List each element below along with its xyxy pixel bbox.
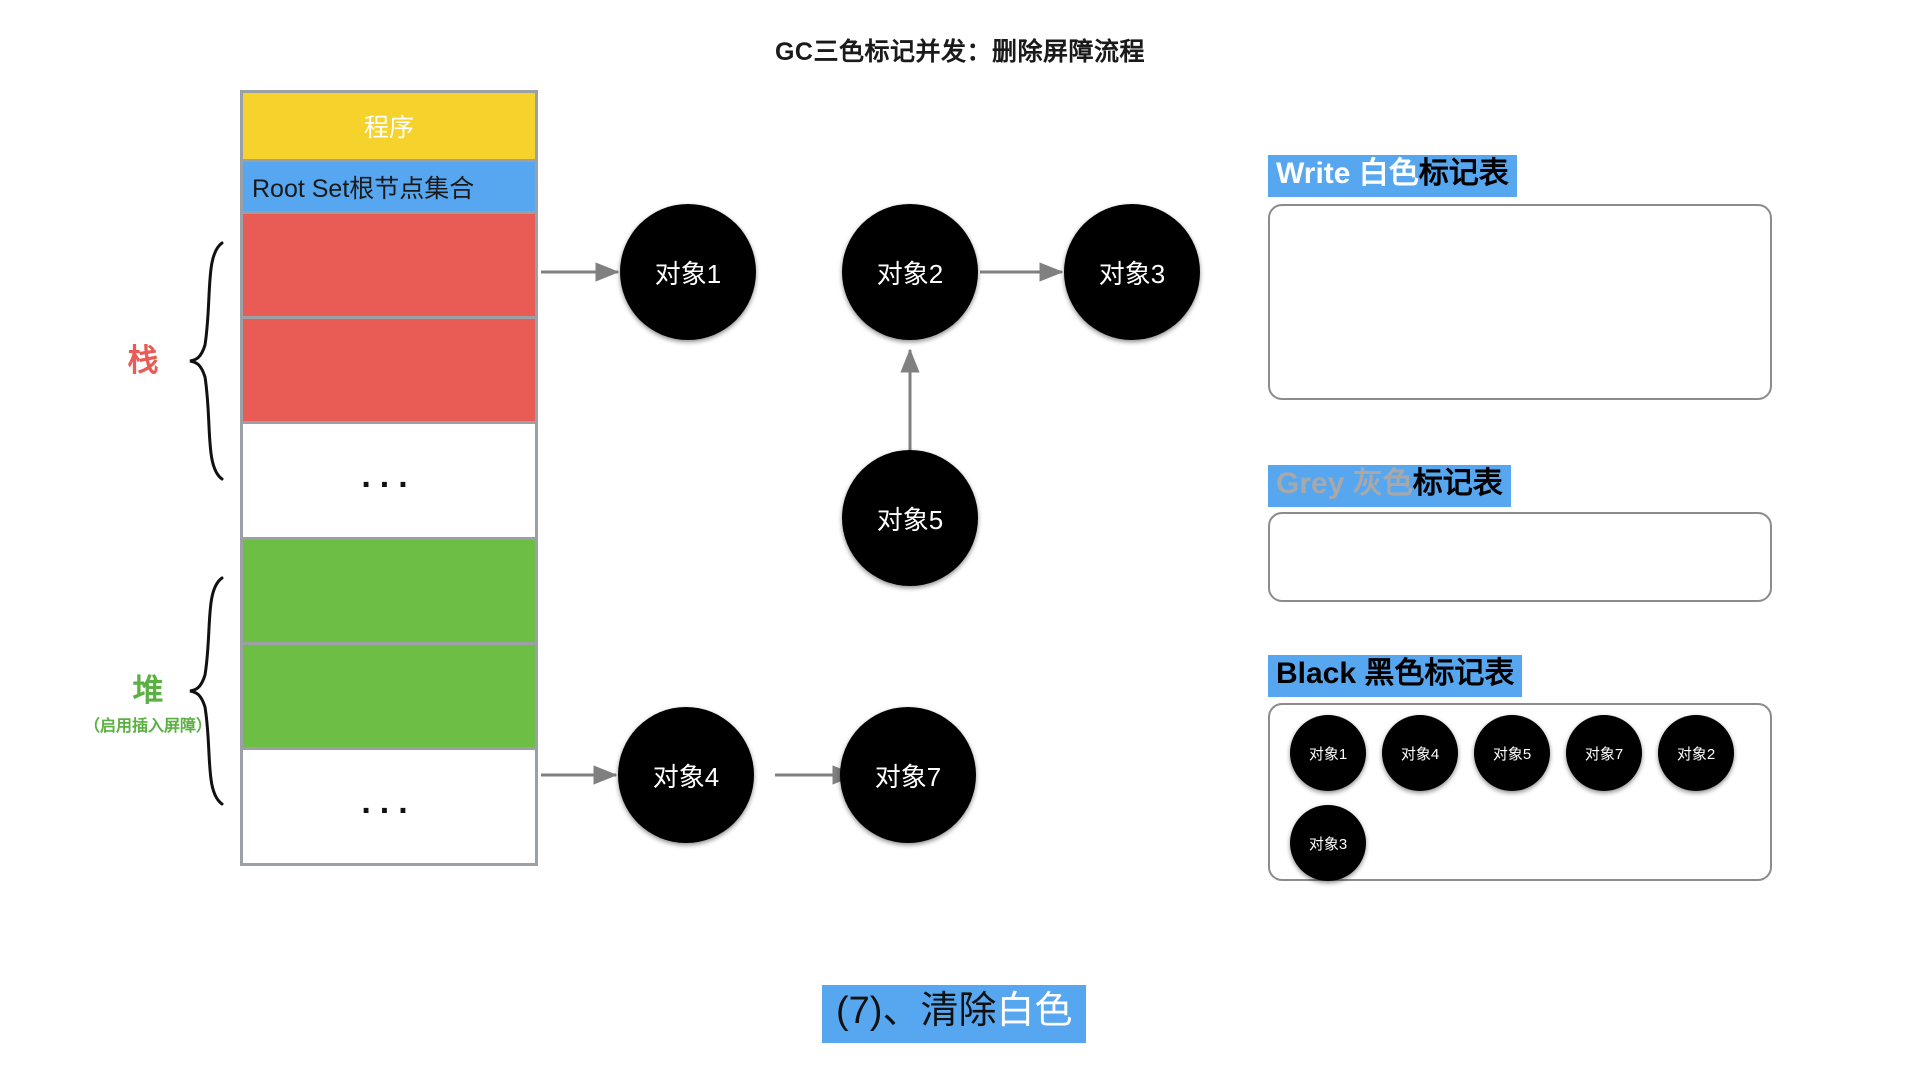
- memory-block-root-set[interactable]: Root Set根节点集合: [240, 162, 538, 214]
- stack-ellipsis: ...: [361, 456, 417, 495]
- write-white-table-box[interactable]: [1268, 204, 1772, 400]
- grey-table-title: Grey 灰色标记表: [1268, 465, 1511, 507]
- black-table-chip-label: 对象1: [1308, 745, 1348, 763]
- black-table-chip-list: 对象1 对象4 对象5 对象7 对象2 对象3: [1290, 715, 1760, 881]
- memory-block-stack-ellipsis: ...: [240, 424, 538, 540]
- memory-block-heap-slot-2[interactable]: [240, 645, 538, 750]
- node-obj1[interactable]: 对象1: [620, 204, 756, 340]
- node-obj4[interactable]: 对象4: [618, 707, 754, 843]
- black-table-chip-label: 对象4: [1400, 745, 1440, 763]
- memory-block-heap-ellipsis: ...: [240, 750, 538, 866]
- memory-block-stack-slot-1[interactable]: [240, 214, 538, 319]
- black-table-chip[interactable]: 对象3: [1290, 805, 1366, 881]
- grey-keyword: Grey 灰色: [1276, 467, 1413, 500]
- step-caption-highlight: 白色: [996, 990, 1073, 1032]
- root-set-label: Root Set根节点集合: [252, 174, 475, 203]
- node-obj5-label: 对象5: [876, 504, 944, 535]
- write-white-keyword: Write 白色: [1276, 157, 1419, 190]
- black-table-chip[interactable]: 对象5: [1474, 715, 1550, 791]
- grey-suffix: 标记表: [1412, 467, 1503, 500]
- node-obj4-label: 对象4: [652, 761, 720, 792]
- node-obj1-label: 对象1: [654, 258, 722, 289]
- black-suffix: 标记表: [1424, 657, 1515, 690]
- memory-block-program[interactable]: 程序: [240, 90, 538, 162]
- node-obj2[interactable]: 对象2: [842, 204, 978, 340]
- write-white-table-title: Write 白色标记表: [1268, 155, 1517, 197]
- black-table-chip[interactable]: 对象7: [1566, 715, 1642, 791]
- black-table-chip[interactable]: 对象1: [1290, 715, 1366, 791]
- black-table-chip-label: 对象5: [1492, 745, 1532, 763]
- black-table-title: Black 黑色标记表: [1268, 655, 1523, 697]
- node-obj7[interactable]: 对象7: [840, 707, 976, 843]
- step-caption: (7)、清除白色: [822, 985, 1087, 1043]
- node-obj3-label: 对象3: [1098, 258, 1166, 289]
- black-table-chip[interactable]: 对象4: [1382, 715, 1458, 791]
- node-obj2-label: 对象2: [876, 258, 944, 289]
- page-title: GC三色标记并发：删除屏障流程: [774, 38, 1145, 66]
- node-obj3[interactable]: 对象3: [1064, 204, 1200, 340]
- program-label: 程序: [363, 114, 414, 142]
- black-table-chip-label: 对象2: [1676, 745, 1716, 763]
- node-obj5[interactable]: 对象5: [842, 450, 978, 586]
- black-table-chip-label: 对象7: [1584, 745, 1624, 763]
- memory-block-heap-slot-1[interactable]: [240, 540, 538, 645]
- heap-ellipsis: ...: [361, 782, 417, 821]
- heap-label: 堆: [132, 673, 164, 708]
- stack-label: 栈: [127, 343, 159, 378]
- heap-sublabel: （启用插入屏障）: [83, 718, 212, 735]
- black-table-chip[interactable]: 对象2: [1658, 715, 1734, 791]
- memory-block-stack-slot-2[interactable]: [240, 319, 538, 424]
- grey-table-box[interactable]: [1268, 512, 1772, 602]
- write-white-suffix: 标记表: [1418, 157, 1509, 190]
- node-obj7-label: 对象7: [874, 761, 942, 792]
- black-keyword: Black 黑色: [1276, 657, 1425, 690]
- black-table-chip-label: 对象3: [1308, 835, 1348, 853]
- step-caption-prefix: (7)、清除: [836, 990, 997, 1032]
- memory-column: 程序 Root Set根节点集合 ... ...: [240, 90, 538, 866]
